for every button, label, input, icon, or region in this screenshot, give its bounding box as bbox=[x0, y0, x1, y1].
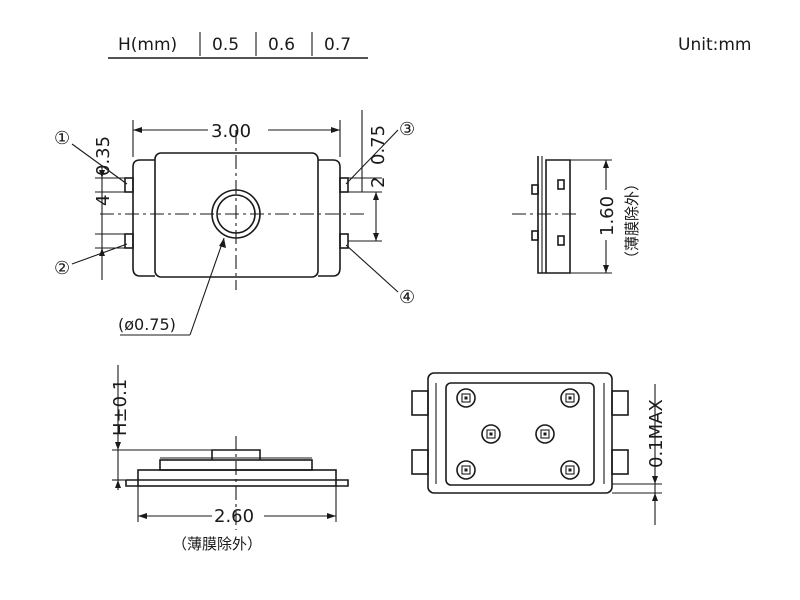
arrow-head bbox=[373, 233, 379, 241]
leader-line bbox=[345, 244, 399, 293]
arrow-head bbox=[331, 127, 340, 133]
max-dim-label: 0.1MAX bbox=[646, 399, 667, 468]
leader-line bbox=[189, 237, 225, 336]
height-value-2: 0.6 bbox=[268, 35, 295, 55]
height-table-header: H(mm) bbox=[118, 35, 177, 55]
side-pin bbox=[531, 230, 539, 241]
leader-line bbox=[71, 243, 128, 265]
pad-top-left bbox=[456, 388, 476, 408]
pad-top-right bbox=[560, 388, 580, 408]
height-value-1: 0.5 bbox=[212, 35, 239, 55]
arrow-head bbox=[115, 442, 121, 450]
leader-line bbox=[345, 129, 399, 185]
base-width-label: 2.60 bbox=[214, 506, 254, 527]
top-view-body bbox=[154, 152, 319, 278]
actuator-dim-label: (ø0.75) bbox=[118, 315, 176, 334]
height-table: H(mm) 0.5 0.6 0.7 bbox=[108, 32, 368, 59]
side-pin bbox=[557, 235, 565, 246]
height-value-3: 0.7 bbox=[324, 35, 351, 55]
right-tab bbox=[611, 449, 629, 475]
inner-body bbox=[445, 382, 595, 486]
side-view-right: 1.60 （薄膜除外） bbox=[512, 156, 641, 274]
width-dim-label: 3.00 bbox=[211, 121, 251, 142]
left-rail bbox=[132, 159, 155, 277]
pin-1-lead bbox=[124, 177, 134, 193]
bottom-frame bbox=[427, 372, 613, 494]
pin-pitch-right-label: 2 bbox=[368, 177, 389, 188]
bottom-note: （薄膜除外） bbox=[172, 535, 262, 553]
arrow-head bbox=[327, 513, 336, 519]
square-pad-icon bbox=[565, 465, 575, 475]
side-view-bottom: H±0.1 2.60 （薄膜除外） bbox=[110, 365, 349, 553]
pin-pitch-left-label: 4 bbox=[93, 195, 114, 206]
pin-3-lead bbox=[339, 177, 349, 193]
arrow-head bbox=[219, 238, 226, 248]
square-pad-icon bbox=[461, 393, 471, 403]
pin-4-callout: ④ bbox=[399, 287, 415, 308]
square-pad-icon bbox=[565, 393, 575, 403]
arrow-head bbox=[99, 170, 105, 178]
base-plate bbox=[125, 480, 138, 487]
left-tab bbox=[411, 449, 429, 475]
side-height-label: 1.60 bbox=[597, 196, 618, 236]
left-tab bbox=[411, 390, 429, 416]
pin-3-callout: ③ bbox=[399, 119, 415, 140]
bottom-view: 0.1MAX bbox=[411, 372, 667, 525]
arrow-head bbox=[133, 127, 142, 133]
arrow-head bbox=[138, 513, 147, 519]
pad-bottom-right bbox=[560, 460, 580, 480]
arrow-head bbox=[603, 265, 609, 273]
right-rail bbox=[318, 159, 341, 277]
square-pad-icon bbox=[461, 465, 471, 475]
side-note: （薄膜除外） bbox=[623, 176, 641, 266]
pin-width-dim-label: 0.35 bbox=[93, 136, 114, 176]
pad-bottom-left bbox=[456, 460, 476, 480]
top-view: 3.00 0.35 4 0.75 2 ① ② ③ ④ (ø0.75) bbox=[54, 110, 415, 336]
pin-2-callout: ② bbox=[54, 258, 70, 279]
unit-label: Unit:mm bbox=[678, 35, 751, 55]
square-pad-icon bbox=[486, 429, 496, 439]
height-tol-label: H±0.1 bbox=[110, 379, 131, 436]
side-pin bbox=[557, 179, 565, 190]
arrow-head bbox=[115, 480, 121, 488]
body-lower bbox=[137, 469, 337, 487]
pin-width-right-label: 0.75 bbox=[368, 125, 389, 165]
leader-line bbox=[71, 143, 128, 185]
pad-mid-right bbox=[535, 424, 555, 444]
side-pin bbox=[531, 184, 539, 195]
pin-1-callout: ① bbox=[54, 128, 70, 149]
pad-mid-left bbox=[481, 424, 501, 444]
right-tab bbox=[611, 390, 629, 416]
square-pad-icon bbox=[540, 429, 550, 439]
arrow-head bbox=[652, 476, 658, 484]
arrow-head bbox=[603, 160, 609, 168]
arrow-head bbox=[652, 493, 658, 501]
base-plate bbox=[126, 479, 349, 487]
pin-2-lead bbox=[124, 233, 134, 249]
arrow-head bbox=[373, 192, 379, 200]
